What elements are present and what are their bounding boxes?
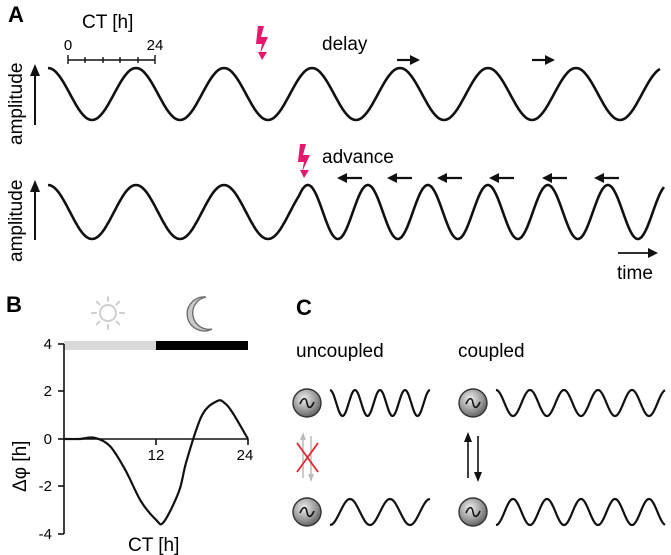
ct-scale-ruler [67,55,156,64]
uncoupled-top-wave [329,388,431,417]
light-phase-bar [64,341,156,350]
bottom-amplitude-arrow-icon [30,180,40,240]
panel-a-label: A [8,2,24,27]
top-amplitude-arrow-icon [30,64,40,125]
arrow-left-icon [337,173,362,183]
coupling-arrows-icon [464,432,482,482]
oscillator-icon [292,388,322,418]
oscillator-icon [292,497,322,527]
arrow-right-icon [397,55,420,65]
dark-phase-bar [156,341,248,350]
ct-tick-24: 24 [147,37,164,54]
arrow-left-icon [542,173,567,183]
x-tick-12: 12 [148,447,165,464]
delay-label: delay [322,34,368,55]
time-axis-label: time [617,263,653,284]
coupled-top-wave [495,388,666,418]
y-tick-4: 4 [44,336,52,353]
ct-tick-0: 0 [64,37,72,54]
prc-x-axis-label: CT [h] [128,535,179,555]
light-pulse-bolt-icon [298,144,310,178]
arrow-left-icon [489,173,514,183]
coupled-bottom-wave [495,497,666,527]
arrow-left-icon [437,173,462,183]
uncoupled-bottom-wave [329,497,431,527]
arrow-left-icon [594,173,619,183]
light-pulse-bolt-icon [256,26,268,60]
y-tick-0: 0 [44,431,52,448]
advance-label: advance [322,147,394,168]
ct-scale-label: CT [h] [82,12,133,33]
arrow-left-icon [387,173,412,183]
top-amplitude-label: amplitude [6,63,27,145]
no-coupling-cross-icon [296,432,319,482]
moon-icon [186,296,213,332]
y-tick-neg2: -2 [39,478,52,495]
bottom-trace-advance-wave [47,183,665,241]
time-arrow-icon [618,248,658,258]
oscillator-icon [458,388,488,418]
panel-b-label: B [6,292,22,317]
oscillator-icon [458,497,488,527]
panel-c-label: C [296,295,312,320]
prc-y-axis-label: Δφ [h] [10,441,31,492]
phase-response-curve [63,399,249,526]
coupled-label: coupled [458,341,525,362]
x-tick-24: 24 [237,447,254,464]
uncoupled-label: uncoupled [296,341,384,362]
sun-icon [91,296,125,330]
arrow-right-icon [532,55,555,65]
bottom-amplitude-label: amplitude [6,180,27,262]
y-tick-neg4: -4 [39,526,52,543]
top-trace-delay-wave [47,66,661,122]
y-tick-2: 2 [44,383,52,400]
